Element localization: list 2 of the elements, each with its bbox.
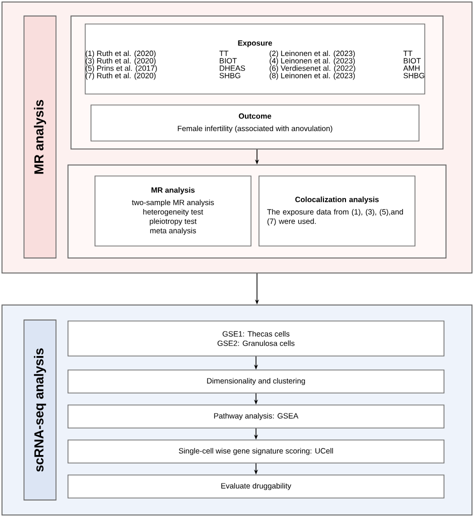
side-label: scRNA-seq analysis <box>24 320 56 500</box>
side-label: MR analysis <box>24 16 56 258</box>
